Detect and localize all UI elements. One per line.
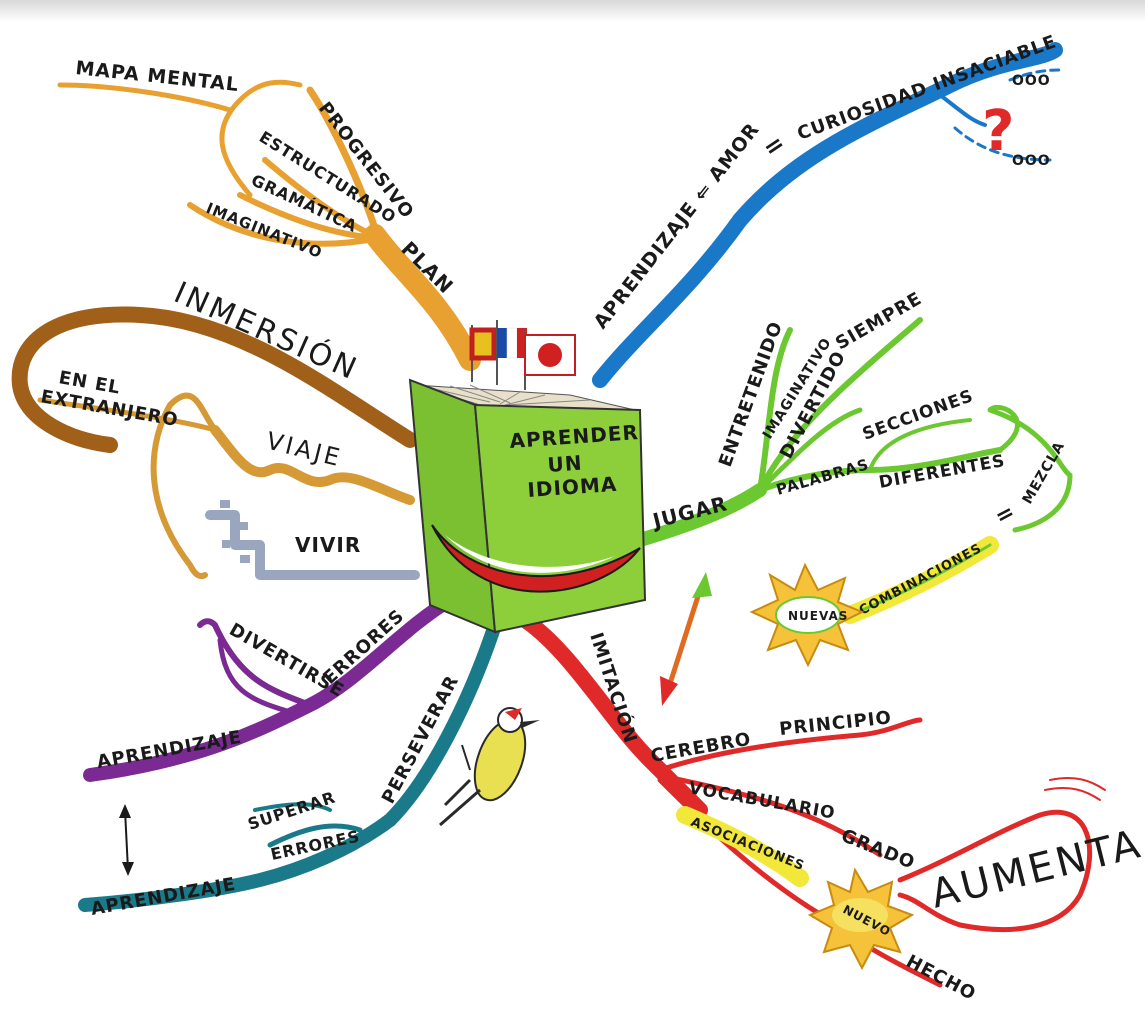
- branch-perseverar: [78, 618, 502, 912]
- label-asociaciones: ASOCIACIONES: [689, 815, 807, 874]
- branch-jugar: [633, 317, 1073, 547]
- branch-errores: [83, 593, 457, 782]
- double-arrow-icon: [660, 572, 712, 706]
- loops-bottom-icon: OOO: [1012, 153, 1051, 169]
- label-vivir: VIVIR: [295, 533, 361, 557]
- loops-top-icon: OOO: [1012, 73, 1051, 89]
- label-mezcla: MEZCLA: [1020, 439, 1069, 507]
- label-combinaciones: COMBINACIONES: [857, 541, 985, 618]
- branch-viaje: [37, 392, 415, 580]
- vertical-double-arrow-icon: [119, 804, 134, 876]
- nuevo-bubble: [832, 898, 888, 932]
- building-icon: [220, 500, 250, 563]
- label-nuevas: NUEVAS: [788, 609, 848, 623]
- branch-inmersion: [11, 306, 418, 453]
- woodpecker-icon: [439, 707, 540, 827]
- nuevas-bubble: [775, 596, 841, 634]
- label-cerebro: CEREBRO: [649, 729, 753, 767]
- branch-vivir: [205, 500, 420, 580]
- asociaciones-highlight: [676, 806, 809, 887]
- label-entretenido: ENTRETENIDO: [715, 318, 787, 469]
- branch-amor: [592, 42, 1063, 388]
- center-line-2: UN: [547, 451, 584, 477]
- label-grado: GRADO: [838, 825, 918, 874]
- label-secciones: SECCIONES: [860, 386, 976, 445]
- label-aprendizaje-2: APRENDIZAJE: [89, 874, 237, 920]
- smile-icon: [431, 524, 641, 593]
- label-diferentes: DIFERENTES: [877, 451, 1007, 493]
- label-siempre: SIEMPRE: [832, 288, 926, 354]
- label-aumenta: AUMENTA: [926, 821, 1145, 918]
- flag-spain-icon: [469, 327, 497, 361]
- flag-france-icon: [497, 328, 507, 358]
- top-shadow-band: [0, 0, 1145, 22]
- question-mark-icon: ?: [982, 99, 1014, 164]
- branch-combinaciones: [841, 536, 999, 624]
- label-igual-2: =: [991, 499, 1020, 530]
- central-book: [408, 320, 647, 634]
- label-hecho: HECHO: [903, 951, 980, 1005]
- label-mapa-mental: MAPA MENTAL: [74, 57, 240, 96]
- branch-plan: [57, 79, 481, 371]
